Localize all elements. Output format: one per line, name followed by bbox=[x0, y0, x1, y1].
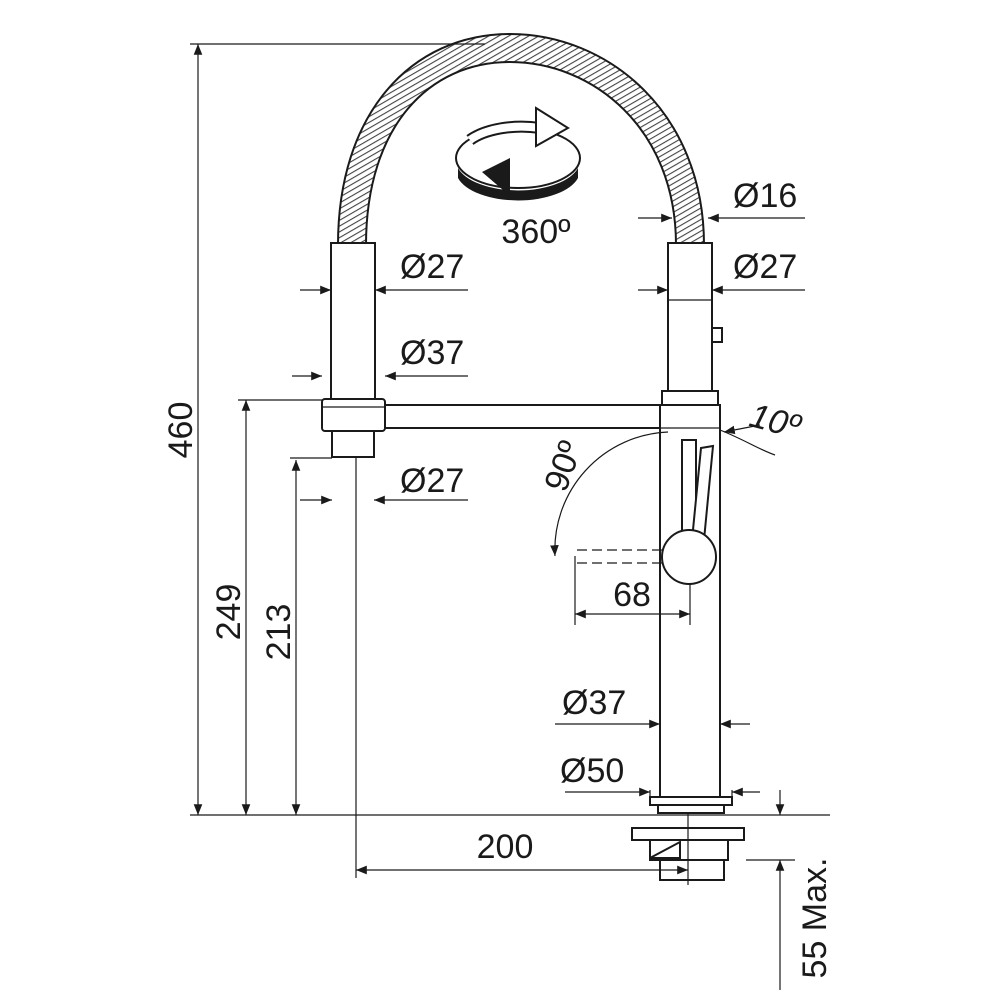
spout-head bbox=[321, 242, 386, 458]
flexible-hose bbox=[337, 32, 705, 246]
mounting-base bbox=[631, 796, 745, 881]
spout-height-label: 249 bbox=[210, 584, 248, 641]
spout-outlet-diameter-label: Ø27 bbox=[400, 462, 464, 500]
handle-length-label: 68 bbox=[613, 576, 651, 614]
handle-angle-label: 90º bbox=[537, 436, 590, 496]
hose-diameter-label: Ø16 bbox=[733, 177, 797, 215]
rotation-label: 360º bbox=[501, 213, 570, 251]
hose-top-right-diameter-label: Ø27 bbox=[733, 248, 797, 286]
hose-top-left-diameter-label: Ø27 bbox=[400, 248, 464, 286]
spout-arm bbox=[385, 404, 662, 429]
dimension-lines bbox=[193, 44, 805, 990]
total-height-label: 460 bbox=[162, 402, 200, 459]
base-diameter-label: Ø50 bbox=[560, 752, 624, 790]
rotate-360-arrow-icon bbox=[455, 106, 581, 201]
body-diameter-label: Ø37 bbox=[562, 684, 626, 722]
hose-holder bbox=[661, 242, 723, 406]
handle-tilt-label: 10º bbox=[746, 397, 806, 447]
outlet-height-label: 213 bbox=[260, 604, 298, 661]
reach-label: 200 bbox=[477, 828, 534, 866]
lever-handle bbox=[575, 439, 717, 585]
swivel-diameter-label: Ø37 bbox=[400, 334, 464, 372]
mounting-thickness-label: 55 Max. bbox=[796, 858, 834, 979]
